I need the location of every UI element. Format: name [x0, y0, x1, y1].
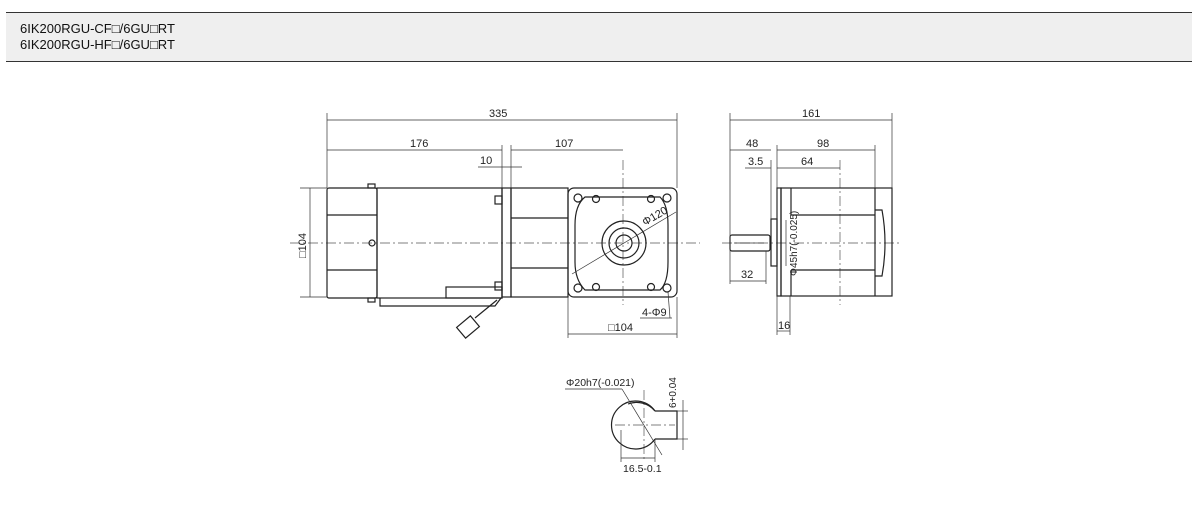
dim-pilot-diameter: Φ45h7(-0.025) — [789, 211, 800, 276]
dim-motor-length: 176 — [410, 138, 428, 150]
dim-shaft-length: 32 — [741, 269, 753, 281]
model-line-1: 6IK200RGU-CF□/6GU□RT — [20, 21, 175, 36]
model-header: 6IK200RGU-CF□/6GU□RT 6IK200RGU-HF□/6GU□R… — [6, 12, 1192, 62]
shaft-diameter-label: Φ20h7(-0.021) — [566, 377, 635, 389]
dim-shaft-to-face: 48 — [746, 138, 758, 150]
dim-body-depth: 98 — [817, 138, 829, 150]
mounting-holes-label: 4-Φ9 — [642, 307, 667, 319]
dim-gear-square: □104 — [608, 322, 633, 334]
shaft-key-detail: Φ20h7(-0.021) 6+0.04 16.5-0.1 — [565, 377, 688, 475]
bolt-circle-label: Φ120 — [640, 205, 670, 229]
dim-motor-square: □104 — [297, 233, 309, 258]
dim-overall-length: 335 — [489, 108, 507, 120]
dim-side-overall: 161 — [802, 108, 820, 120]
dim-shaft-center: 64 — [801, 156, 813, 168]
dim-flange-thickness: 10 — [480, 155, 492, 167]
dim-gear-to-shaft: 107 — [555, 138, 573, 150]
dim-pilot-offset: 3.5 — [748, 156, 763, 168]
side-view: Φ45h7(-0.025) 161 48 98 3.5 64 32 16 — [722, 108, 902, 335]
front-view: Φ120 335 176 107 10 □104 □104 4-Φ9 — [290, 108, 700, 339]
key-depth-label: 16.5-0.1 — [623, 463, 662, 475]
dim-pilot-depth: 16 — [778, 320, 790, 332]
model-line-2: 6IK200RGU-HF□/6GU□RT — [20, 37, 175, 52]
key-width-label: 6+0.04 — [668, 377, 679, 408]
